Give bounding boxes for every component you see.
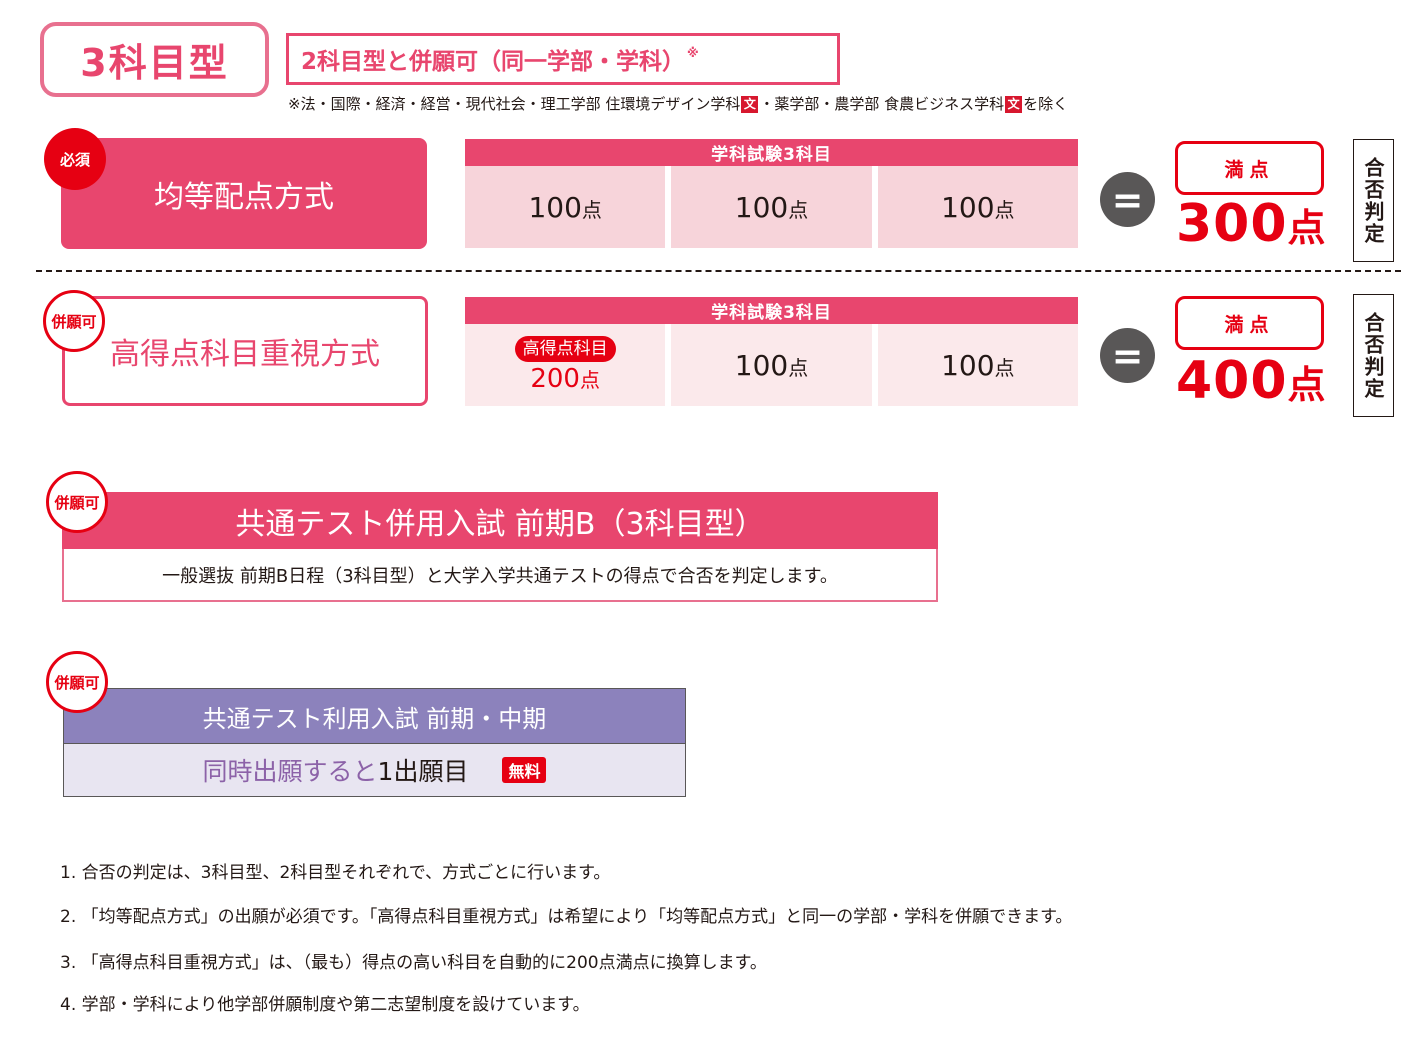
subject-cell: 100点 [877, 166, 1078, 248]
exam-type-badge: 3科目型 [40, 22, 269, 97]
required-badge: 必須 [44, 128, 106, 190]
full-score-label: 満点 [1175, 296, 1324, 350]
subject-cell: 100点 [877, 324, 1078, 406]
note-item: 3. 「高得点科目重視方式」は、（最も）得点の高い科目を自動的に200点満点に換… [60, 953, 767, 973]
asterisk-mark: ※ [687, 46, 699, 60]
subject-cell-high-score: 高得点科目 200点 [465, 324, 666, 406]
subject-cell: 100点 [671, 324, 872, 406]
bun-icon: 文 [741, 96, 759, 113]
high-score-subject-tag: 高得点科目 [514, 336, 616, 362]
simultaneous-application-text: 同時出願すると [202, 757, 378, 786]
note-item: 2. 「均等配点方式」の出願が必須です。「高得点科目重視方式」は希望により「均等… [60, 907, 1073, 927]
free-badge: 無料 [502, 757, 547, 783]
exclusion-note: ※法・国際・経済・経営・現代社会・理工学部 住環境デザイン学科文・薬学部・農学部… [288, 93, 1068, 114]
exclusion-note-text-1: ※法・国際・経済・経営・現代社会・理工学部 住環境デザイン学科 [288, 95, 741, 113]
note-item: 1. 合否の判定は、3科目型、2科目型それぞれで、方式ごとに行います。 [60, 863, 611, 883]
subjects-table-equal: 学科試験3科目 100点 100点 100点 [465, 139, 1078, 248]
subjects-header: 学科試験3科目 [465, 297, 1078, 324]
pass-fail-judgment-label: 合否判定 [1353, 139, 1394, 262]
equals-icon: = [1100, 328, 1155, 383]
exclusion-note-text-2: ・薬学部・農学部 食農ビジネス学科 [759, 95, 1005, 113]
divider [36, 270, 1401, 272]
method-equal-weight: 均等配点方式 [61, 138, 427, 249]
subjects-header: 学科試験3科目 [465, 139, 1078, 166]
full-score-value: 300点 [1176, 194, 1327, 254]
combination-note-box: 2科目型と併願可（同一学部・学科）※ [286, 33, 840, 85]
combination-allowed-badge: 併願可 [46, 471, 108, 533]
first-application-text: 1出願目 [377, 757, 469, 786]
full-score-label: 満点 [1175, 141, 1324, 195]
subject-cell: 100点 [671, 166, 872, 248]
note-item: 4. 学部・学科により他学部併願制度や第二志望制度を設けています。 [60, 995, 590, 1015]
pass-fail-judgment-label: 合否判定 [1353, 294, 1394, 417]
subjects-table-high-score: 学科試験3科目 高得点科目 200点 100点 100点 [465, 297, 1078, 406]
full-score-value: 400点 [1176, 351, 1327, 411]
common-test-use-exam-title: 共通テスト利用入試 前期・中期 [63, 688, 686, 743]
subject-cell: 100点 [465, 166, 666, 248]
exclusion-note-text-3: を除く [1023, 95, 1069, 113]
bun-icon: 文 [1005, 96, 1023, 113]
combination-allowed-badge: 併願可 [46, 651, 108, 713]
combination-text: 2科目型と併願可（同一学部・学科） [301, 49, 686, 75]
common-test-combined-exam-title: 共通テスト併用入試 前期B（3科目型） [62, 492, 938, 549]
equals-icon: = [1100, 172, 1155, 227]
common-test-combined-exam-description: 一般選抜 前期B日程（3科目型）と大学入学共通テストの得点で合否を判定します。 [62, 549, 938, 602]
method-high-score-priority: 高得点科目重視方式 [62, 296, 428, 406]
combination-allowed-badge: 併願可 [43, 290, 105, 352]
